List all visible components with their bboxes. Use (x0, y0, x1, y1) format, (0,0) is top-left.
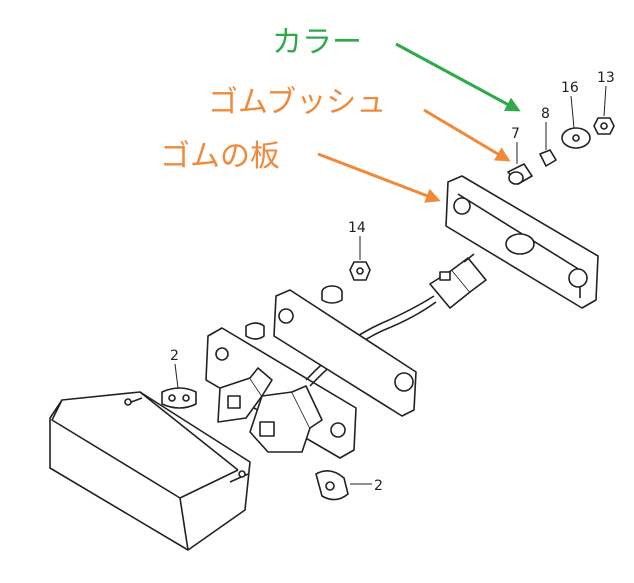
rubber-plate-arrow (317, 152, 441, 203)
grommet-part-2-upper (161, 387, 197, 409)
rubber-plate-gasket (445, 175, 599, 309)
part-number-2-lower: 2 (374, 478, 383, 494)
nut-part-14 (349, 261, 371, 281)
callout-rubber-plate: ゴムの板 (160, 139, 280, 174)
bulb-socket-assembly (217, 367, 323, 453)
washer-part-16 (561, 127, 591, 149)
part-number-8: 8 (541, 106, 550, 122)
part-number-13: 13 (597, 70, 615, 86)
nut-part-13 (593, 117, 615, 135)
annotation-arrows (317, 42, 521, 203)
part-number-7: 7 (511, 126, 520, 142)
license-plate-mounting-plate (273, 289, 417, 417)
part-number-16: 16 (561, 80, 579, 96)
callout-collar: カラー (272, 25, 362, 60)
collar-arrow (395, 42, 521, 112)
rubber-bush-part-7 (507, 163, 533, 185)
callout-rubber-bush: ゴムブッシュ (208, 85, 387, 120)
part-number-leaders (174, 85, 607, 485)
small-spacers (245, 285, 343, 340)
rubber-bush-arrow (423, 108, 511, 162)
tail-light-lens-housing (49, 391, 251, 551)
part-number-14: 14 (348, 220, 366, 236)
wire-connector (429, 253, 487, 309)
collar-part-8 (539, 149, 557, 167)
grommet-part-2-lower (315, 470, 349, 501)
part-number-2-upper: 2 (170, 348, 179, 364)
